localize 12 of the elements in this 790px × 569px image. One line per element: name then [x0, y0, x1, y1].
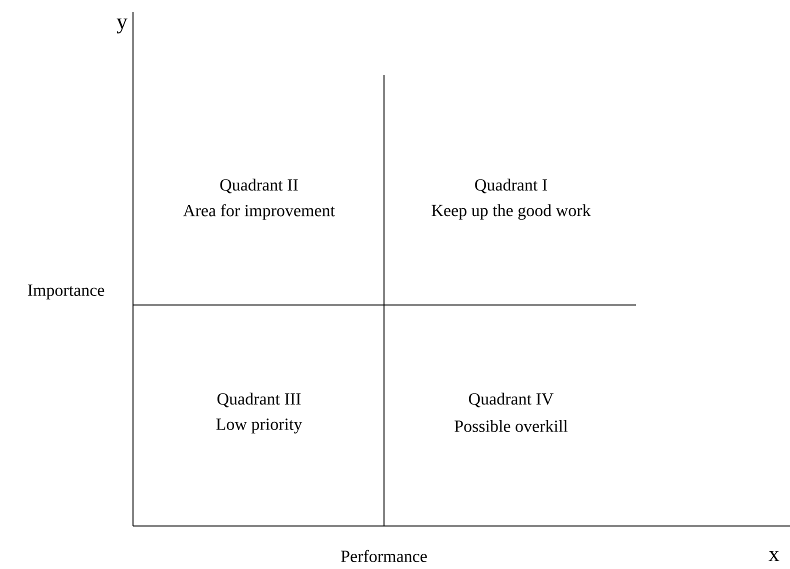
- axis-label: x: [768, 550, 780, 562]
- quadrant-text: Keep up the good work: [432, 204, 591, 220]
- quadrant-text: Area for improvement: [183, 204, 335, 220]
- quadrant-title: Quadrant II: [220, 178, 298, 194]
- quadrant-title: Quadrant IV: [468, 392, 554, 408]
- axis-label: y: [116, 18, 128, 34]
- quadrant-text: Low priority: [216, 418, 302, 434]
- quadrant-title: Quadrant I: [475, 178, 547, 194]
- axis-label: Importance: [28, 284, 104, 300]
- quadrant-title: Quadrant III: [217, 392, 301, 408]
- quadrant-text: Possible overkill: [454, 420, 568, 432]
- axis-label: Performance: [341, 550, 427, 562]
